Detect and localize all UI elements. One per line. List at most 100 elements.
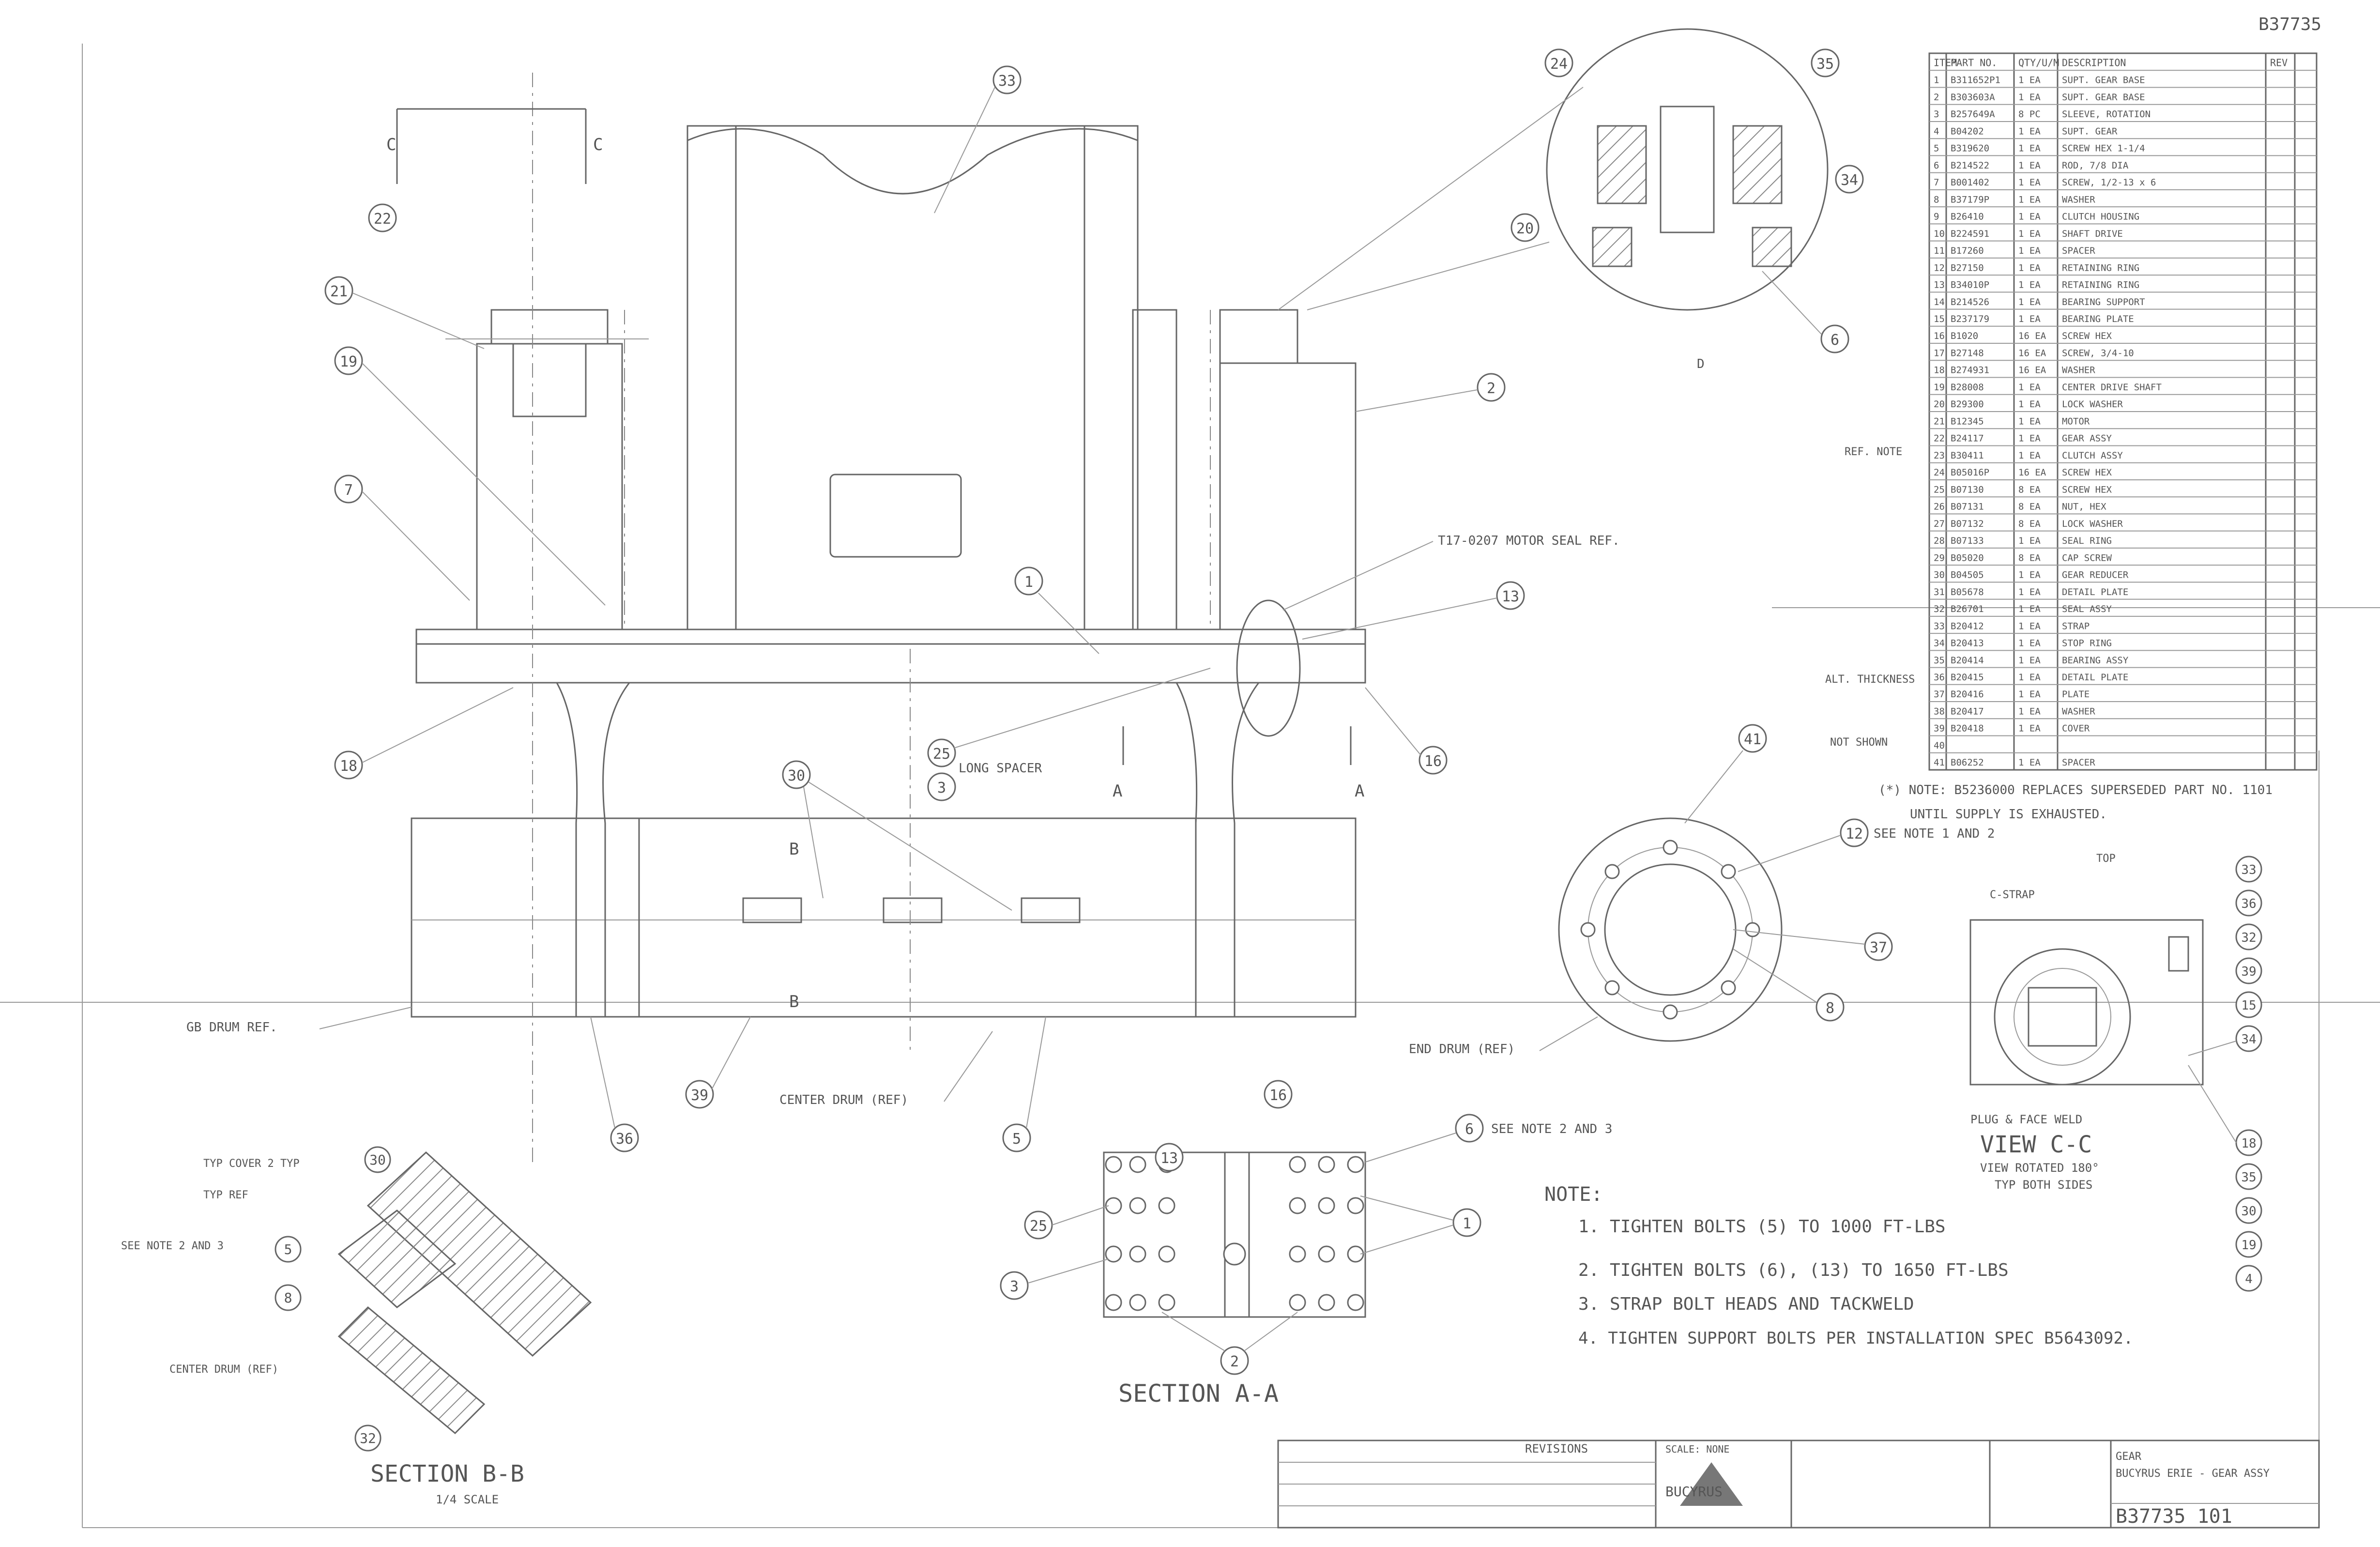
callout-8: 8 [1816, 993, 1845, 1022]
svg-text:13: 13 [1160, 1150, 1178, 1167]
bom-cell: GEAR ASSY [2062, 433, 2112, 444]
callout-18: 18 [334, 751, 363, 780]
bom-cell: 10 [1934, 229, 1945, 239]
bom-cell: 23 [1934, 450, 1945, 461]
bucyrus-logo [1680, 1462, 1743, 1506]
bom-cell: 20 [1934, 399, 1945, 410]
bom-cell: 14 [1934, 297, 1945, 307]
callout-7: 7 [334, 475, 363, 504]
right-motor [1219, 362, 1357, 630]
svg-text:19: 19 [340, 353, 357, 370]
bom-cell: B20416 [1951, 689, 1984, 700]
bom-cell: B20415 [1951, 672, 1984, 683]
bom-cell: 19 [1934, 382, 1945, 393]
alt-thickness-label: ALT. THICKNESS [1825, 674, 1915, 686]
not-shown-label: NOT SHOWN [1830, 736, 1888, 749]
bom-cell: SCREW HEX [2062, 331, 2112, 341]
bom-cell: 1 EA [2018, 723, 2041, 734]
section-bb-title: SECTION B-B [370, 1460, 524, 1487]
bom-cell: B257649A [1951, 109, 1995, 120]
svg-text:7: 7 [344, 482, 353, 499]
svg-text:8: 8 [284, 1290, 292, 1306]
svg-text:20: 20 [1516, 220, 1534, 237]
callout-stack-bottom: 18 35 30 19 4 [2235, 1129, 2262, 1292]
bom-cell: B26410 [1951, 212, 1984, 222]
callout-30-bb: 30 [364, 1146, 391, 1173]
bom-header-3: DESCRIPTION [2062, 57, 2126, 68]
bom-cell: B224591 [1951, 229, 1989, 239]
bom-cell: CAP SCREW [2062, 552, 2112, 563]
bom-cell: 1 EA [2018, 160, 2041, 171]
bom-cell: MOTOR [2062, 416, 2090, 427]
bom-cell: B274931 [1951, 365, 1989, 376]
bom-cell: B29300 [1951, 399, 1984, 410]
bom-cell: 1 EA [2018, 194, 2041, 205]
bom-cell: 1 EA [2018, 143, 2041, 154]
callout-24: 24 [1544, 48, 1573, 77]
bom-cell: 37 [1934, 689, 1945, 700]
svg-text:3: 3 [937, 780, 946, 796]
bom-cell: 8 EA [2018, 552, 2041, 563]
bom-cell: SLEEVE, ROTATION [2062, 109, 2151, 120]
bom-cell: 1 EA [2018, 757, 2041, 768]
bom-cell: 1 EA [2018, 433, 2041, 444]
callout-32-bb: 32 [354, 1424, 381, 1452]
svg-text:5: 5 [1012, 1131, 1021, 1148]
callout-21: 21 [324, 276, 353, 305]
bom-cell: 29 [1934, 552, 1945, 563]
center-drum [638, 817, 1197, 1018]
bom-cell: SUPT. GEAR BASE [2062, 75, 2145, 86]
svg-text:33: 33 [998, 73, 1016, 90]
callout-35: 35 [1811, 48, 1840, 77]
callout-6-aa: 6 [1455, 1114, 1484, 1143]
title-line-2: BUCYRUS ERIE - GEAR ASSY [2116, 1468, 2270, 1480]
callout-3: 3 [927, 772, 956, 801]
bom-cell: 17 [1934, 348, 1945, 358]
bom-header-4: REV [2270, 57, 2288, 68]
svg-text:34: 34 [1841, 172, 1858, 189]
main-elevation: C C A A B B [386, 73, 1366, 1162]
svg-text:33: 33 [2241, 863, 2256, 877]
bom-cell: SUPT. GEAR [2062, 126, 2118, 137]
svg-text:6: 6 [1465, 1121, 1474, 1138]
bom-cell: B04202 [1951, 126, 1984, 137]
bom-cell: 30 [1934, 570, 1945, 581]
notes-title: NOTE: [1544, 1183, 1602, 1206]
bom-cell: 1 EA [2018, 75, 2041, 86]
bom-cell: RETAINING RING [2062, 280, 2139, 291]
bom-cell: B05016P [1951, 467, 1989, 478]
typ-cover-label: TYP COVER 2 TYP [203, 1158, 300, 1170]
bom-cell: 16 EA [2018, 348, 2046, 358]
bom-cell: SCREW HEX 1-1/4 [2062, 143, 2145, 154]
callout-20: 20 [1510, 213, 1540, 242]
note-1: 1. TIGHTEN BOLTS (5) TO 1000 FT-LBS [1578, 1217, 1946, 1237]
bom-cell: B34010P [1951, 280, 1989, 291]
bom-cell: 12 [1934, 262, 1945, 273]
motor-seal-label: T17-0207 MOTOR SEAL REF. [1438, 534, 1620, 548]
svg-text:32: 32 [2241, 931, 2256, 945]
callout-stack-top: 33 36 32 39 15 34 [2235, 856, 2262, 1052]
bom-cell: B303603A [1951, 92, 1995, 103]
title-block [1277, 1440, 2320, 1529]
callout-25: 25 [927, 738, 956, 767]
revisions-title: REVISIONS [1525, 1442, 1588, 1455]
see-note-2-3-label: SEE NOTE 2 AND 3 [1491, 1122, 1612, 1136]
bom-cell: 24 [1934, 467, 1945, 478]
see-note-2-and-3-label: SEE NOTE 2 AND 3 [121, 1240, 224, 1252]
bom-header-0: ITEM [1934, 57, 1957, 68]
bom-cell: 1 EA [2018, 655, 2041, 666]
bom-cell: SPACER [2062, 757, 2095, 768]
bom-cell: 41 [1934, 757, 1945, 768]
callout-13: 13 [1496, 581, 1525, 610]
svg-text:35: 35 [2241, 1170, 2256, 1185]
bom-cell: B05678 [1951, 587, 1984, 597]
callout-2: 2 [1477, 373, 1506, 402]
bom-cell: SCREW HEX [2062, 467, 2112, 478]
typ-ref-label: TYP REF [203, 1189, 248, 1201]
note-4: 4. TIGHTEN SUPPORT BOLTS PER INSTALLATIO… [1578, 1329, 2133, 1348]
notes-block: NOTE: 1. TIGHTEN BOLTS (5) TO 1000 FT-LB… [1544, 1183, 2133, 1348]
section-bb-scale: 1/4 SCALE [436, 1493, 499, 1506]
bom-cell: SHAFT DRIVE [2062, 229, 2123, 239]
bom-cell: B07130 [1951, 484, 1984, 495]
bom-cell: 27 [1934, 519, 1945, 529]
